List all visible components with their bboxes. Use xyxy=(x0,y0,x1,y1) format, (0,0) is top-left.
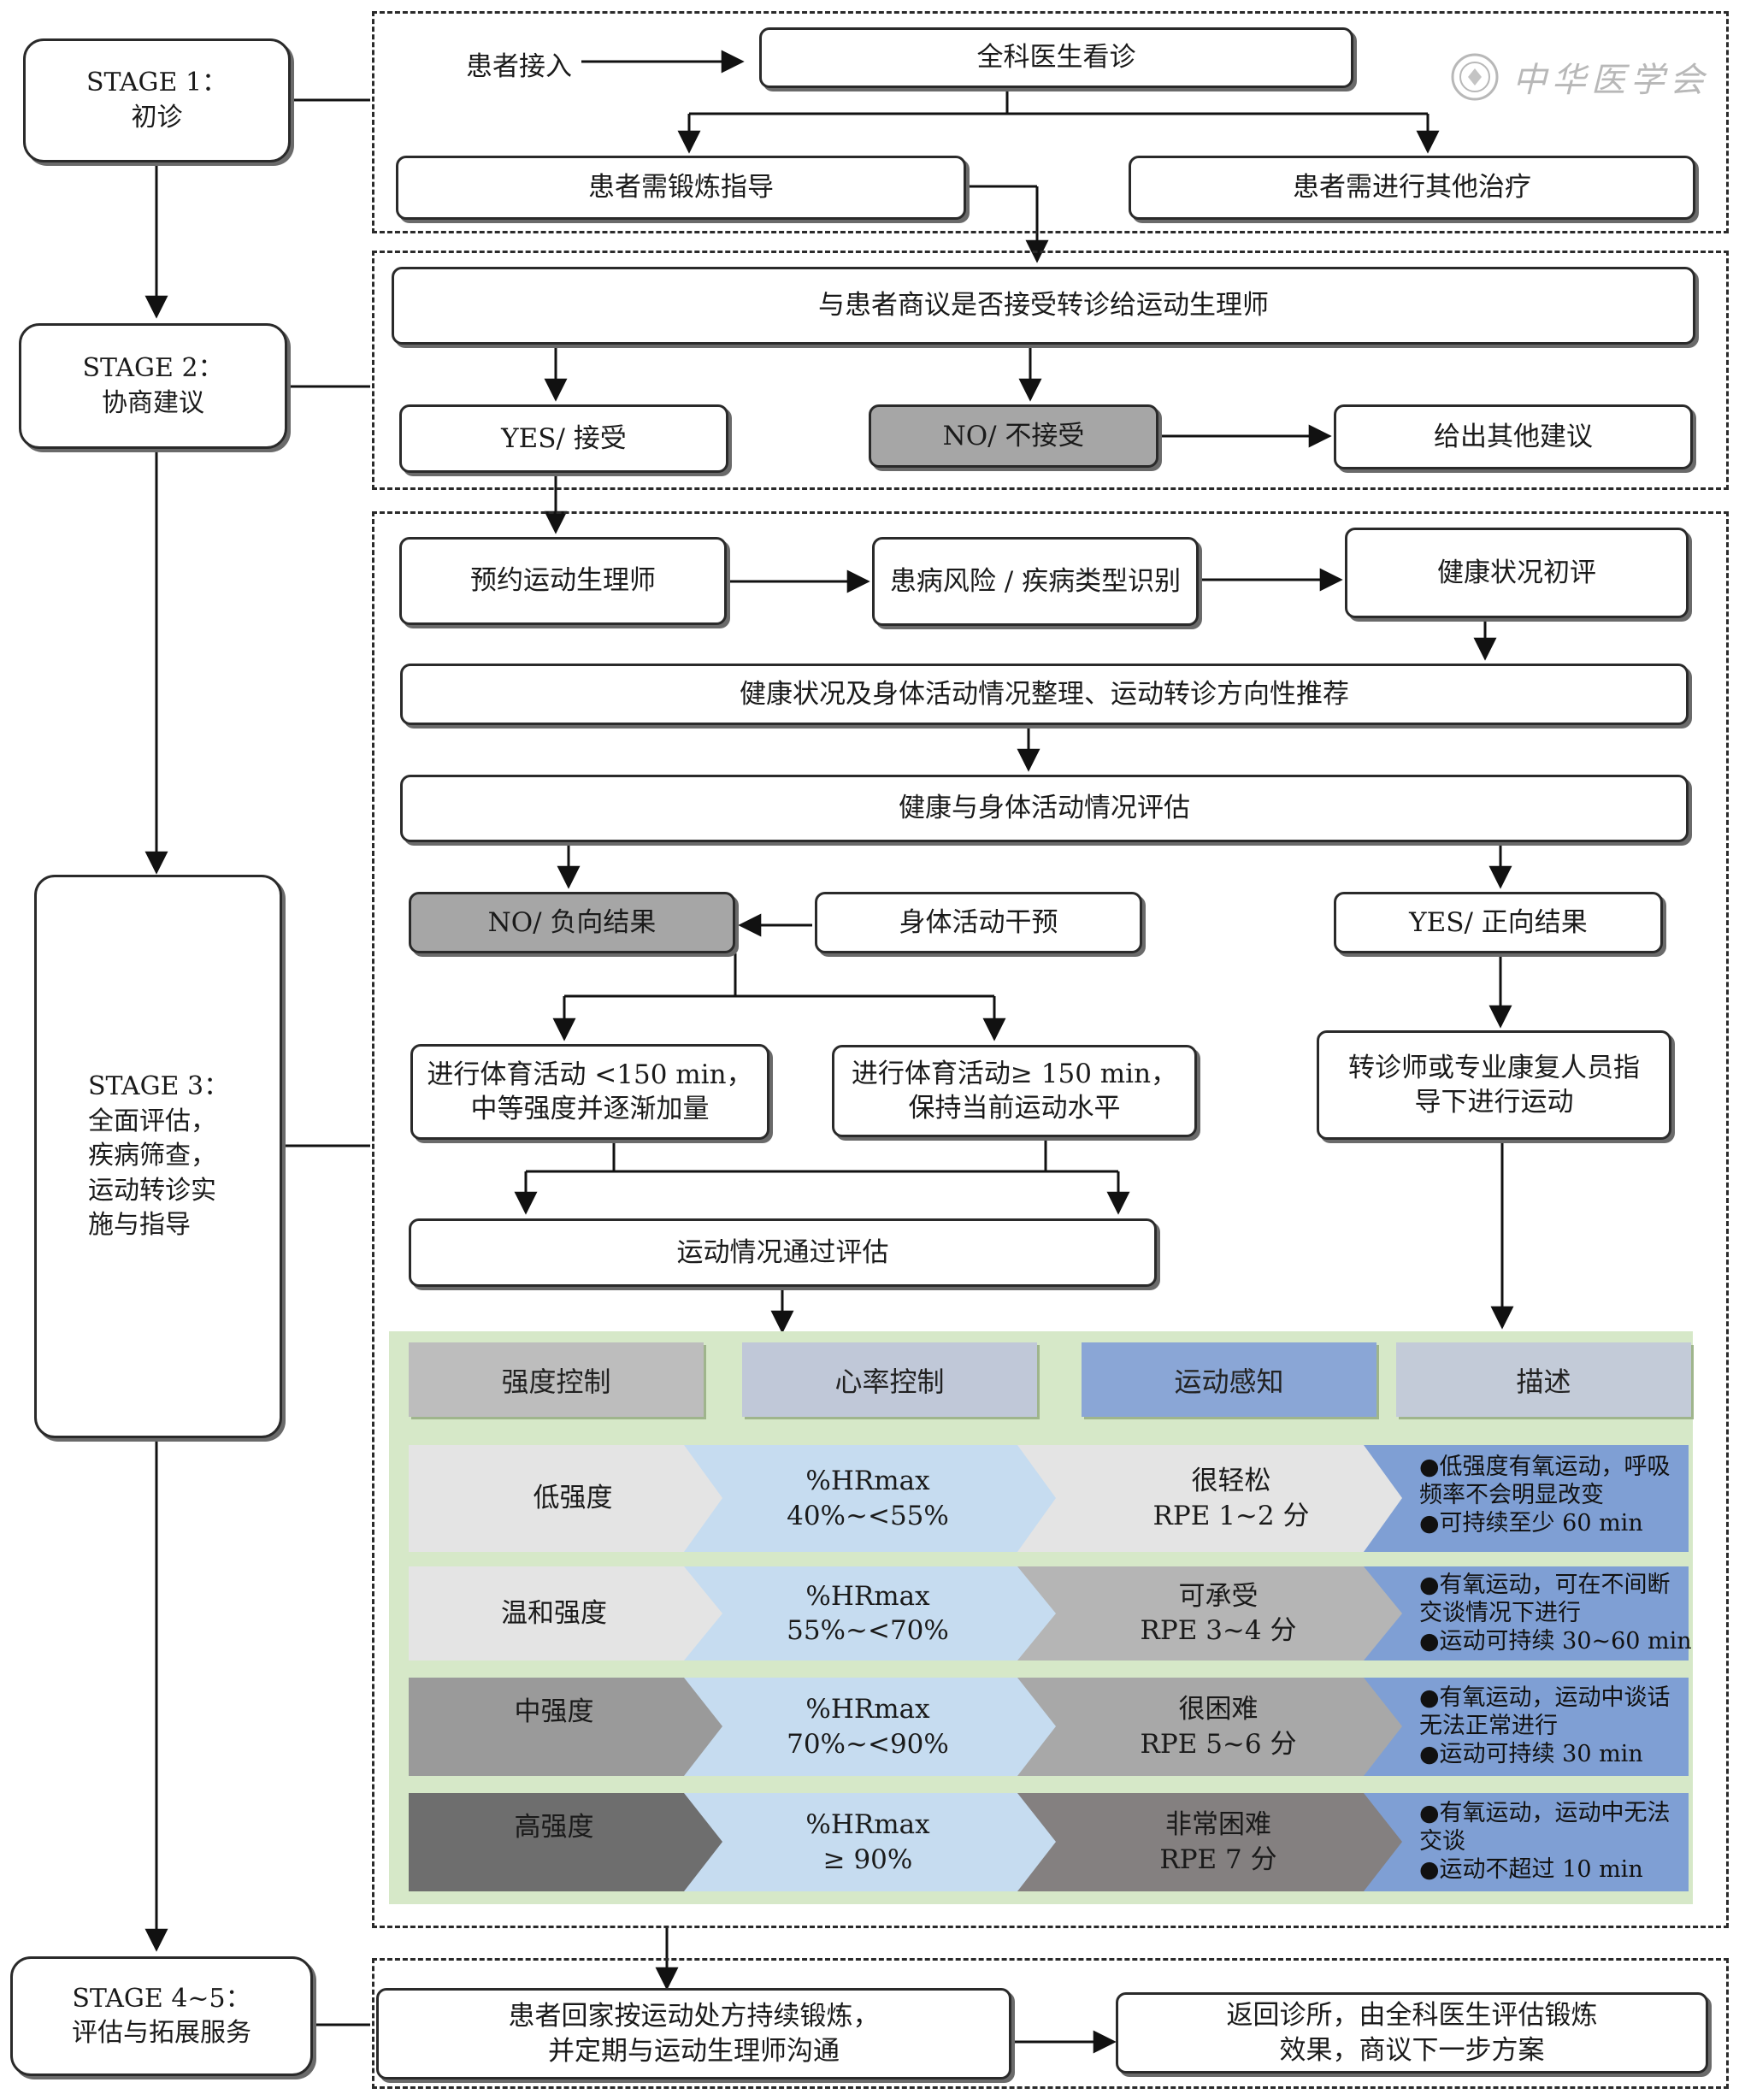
initial-assessment-box: 健康状况初评 xyxy=(1345,528,1689,618)
passed-assessment-box: 运动情况通过评估 xyxy=(409,1218,1157,1287)
stage3-group xyxy=(372,511,1729,1928)
row3-description: ●有氧运动，运动中谈话 无法正常进行 ●运动可持续 30 min xyxy=(1419,1684,1671,1769)
row4-description: ●有氧运动，运动中无法 交谈 ●运动不超过 10 min xyxy=(1419,1800,1671,1885)
stage1-group xyxy=(372,11,1729,233)
over-150min-box: 进行体育活动≥ 150 min， 保持当前运动水平 xyxy=(832,1045,1197,1137)
patient-in-text: 患者接入 xyxy=(466,51,572,82)
activity-intervention-box: 身体活动干预 xyxy=(815,892,1142,953)
stage2-box: STAGE 2： 协商建议 xyxy=(19,323,287,449)
row3-heart-rate: %HRmax 70%~<90% xyxy=(787,1694,949,1760)
watermark: 中华医学会 xyxy=(1449,51,1709,103)
header-heart-rate: 心率控制 xyxy=(742,1342,1037,1417)
row1-level: 低强度 xyxy=(533,1483,613,1514)
row4-desc-line3: ●运动不超过 10 min xyxy=(1419,1855,1643,1883)
row3-desc-line2: 无法正常进行 xyxy=(1419,1712,1558,1739)
row1-desc-line2: 频率不会明显改变 xyxy=(1419,1481,1604,1508)
stage3-label: STAGE 3： 全面评估， 疾病筛查， 运动转诊实 施与指导 xyxy=(88,1071,230,1241)
header-description: 描述 xyxy=(1396,1342,1691,1417)
stage45-group xyxy=(372,1958,1729,2089)
row1-description: ●低强度有氧运动，呼吸 频率不会明显改变 ●可持续至少 60 min xyxy=(1419,1454,1671,1538)
no-negative-result-box: NO/ 负向结果 xyxy=(409,892,735,953)
under-150min-box: 进行体育活动 <150 min， 中等强度并逐渐加量 xyxy=(410,1044,769,1140)
book-physiologist-box: 预约运动生理师 xyxy=(399,537,727,625)
row1-desc-line1: ●低强度有氧运动，呼吸 xyxy=(1419,1454,1671,1480)
yes-positive-result-box: YES/ 正向结果 xyxy=(1334,892,1663,953)
health-activity-assessment-box: 健康与身体活动情况评估 xyxy=(400,775,1689,842)
stage45-box: STAGE 4~5： 评估与拓展服务 xyxy=(10,1956,313,2076)
stage1-box: STAGE 1： 初诊 xyxy=(23,38,291,162)
yes-accept-box: YES/ 接受 xyxy=(399,404,728,473)
row3-desc-line3: ●运动可持续 30 min xyxy=(1419,1740,1643,1767)
row3-rpe: 很困难 RPE 5~6 分 xyxy=(1140,1694,1297,1760)
return-clinic-box: 返回诊所，由全科医生评估锻炼 效果，商议下一步方案 xyxy=(1116,1992,1708,2073)
stage1-label: STAGE 1： 初诊 xyxy=(85,68,228,133)
discuss-referral-box: 与患者商议是否接受转诊给运动生理师 xyxy=(392,267,1695,345)
row2-heart-rate: %HRmax 55%~<70% xyxy=(787,1580,949,1646)
other-advice-box: 给出其他建议 xyxy=(1334,404,1693,469)
exercise-guide-box: 患者需锻炼指导 xyxy=(396,156,966,220)
stage2-group xyxy=(372,251,1729,490)
row2-desc-line2: 交谈情况下进行 xyxy=(1419,1599,1581,1626)
home-exercise-box: 患者回家按运动处方持续锻炼， 并定期与运动生理师沟通 xyxy=(376,1988,1011,2079)
row2-desc-line1: ●有氧运动，可在不间断 xyxy=(1419,1572,1671,1598)
row2-description: ●有氧运动，可在不间断 交谈情况下进行 ●运动可持续 30~60 min xyxy=(1419,1572,1692,1656)
row4-desc-line1: ●有氧运动，运动中无法 xyxy=(1419,1800,1671,1826)
row4-desc-line2: 交谈 xyxy=(1419,1827,1465,1855)
watermark-text: 中华医学会 xyxy=(1512,61,1709,100)
risk-identification-box: 患病风险 / 疾病类型识别 xyxy=(872,537,1199,626)
header-intensity: 强度控制 xyxy=(409,1342,704,1417)
no-decline-box: NO/ 不接受 xyxy=(869,404,1158,468)
stage2-label: STAGE 2： 协商建议 xyxy=(82,353,224,418)
society-seal-icon xyxy=(1451,53,1499,101)
row1-rpe: 很轻松 RPE 1~2 分 xyxy=(1152,1466,1310,1531)
row2-desc-line3: ●运动可持续 30~60 min xyxy=(1419,1627,1692,1655)
row4-heart-rate: %HRmax ≥ 90% xyxy=(805,1809,930,1875)
row3-level: 中强度 xyxy=(514,1696,594,1727)
header-perception: 运动感知 xyxy=(1082,1342,1376,1417)
row1-heart-rate: %HRmax 40%~<55% xyxy=(787,1466,949,1531)
row3-desc-line1: ●有氧运动，运动中谈话 xyxy=(1419,1684,1671,1711)
gp-visit-box: 全科医生看诊 xyxy=(759,27,1353,88)
row2-rpe: 可承受 RPE 3~4 分 xyxy=(1140,1580,1297,1646)
row1-desc-line3: ●可持续至少 60 min xyxy=(1419,1509,1643,1537)
row4-level: 高强度 xyxy=(514,1811,594,1843)
row4-rpe: 非常困难 RPE 7 分 xyxy=(1159,1809,1277,1875)
row2-level: 温和强度 xyxy=(501,1597,607,1629)
stage45-label: STAGE 4~5： 评估与拓展服务 xyxy=(72,1983,251,2049)
other-treatment-box: 患者需进行其他治疗 xyxy=(1129,156,1695,220)
stage3-box: STAGE 3： 全面评估， 疾病筛查， 运动转诊实 施与指导 xyxy=(34,875,282,1438)
guided-exercise-box: 转诊师或专业康复人员指 导下进行运动 xyxy=(1317,1030,1671,1140)
organize-recommend-box: 健康状况及身体活动情况整理、运动转诊方向性推荐 xyxy=(400,664,1689,725)
